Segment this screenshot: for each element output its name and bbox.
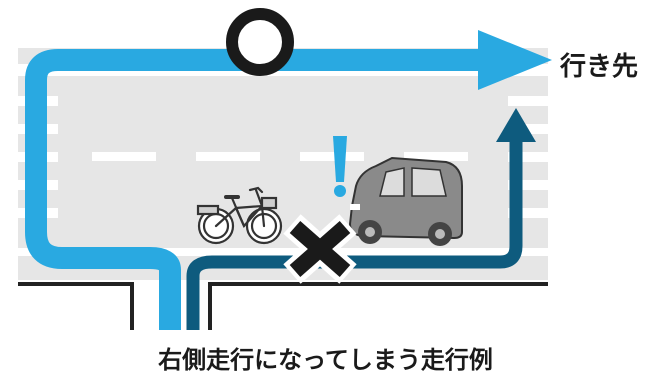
light-blue-arrowhead: [478, 30, 552, 90]
car-icon: [348, 156, 463, 246]
bicycle-icon: [196, 186, 283, 245]
center-dashed-line: [92, 152, 468, 161]
destination-label: 行き先: [560, 52, 639, 82]
road: [18, 48, 548, 280]
road-main: [18, 76, 548, 248]
dark-blue-route-arrow: [186, 108, 536, 330]
light-blue-route-arrow: [25, 30, 552, 330]
dark-blue-arrowhead: [496, 108, 536, 142]
curb-lines: [18, 282, 548, 330]
cross-ng-icon: [283, 214, 357, 284]
exclamation-icon: [333, 136, 347, 197]
circle-ok-icon: [226, 8, 294, 76]
diagram-caption: 右側走行になってしまう走行例: [158, 346, 493, 374]
